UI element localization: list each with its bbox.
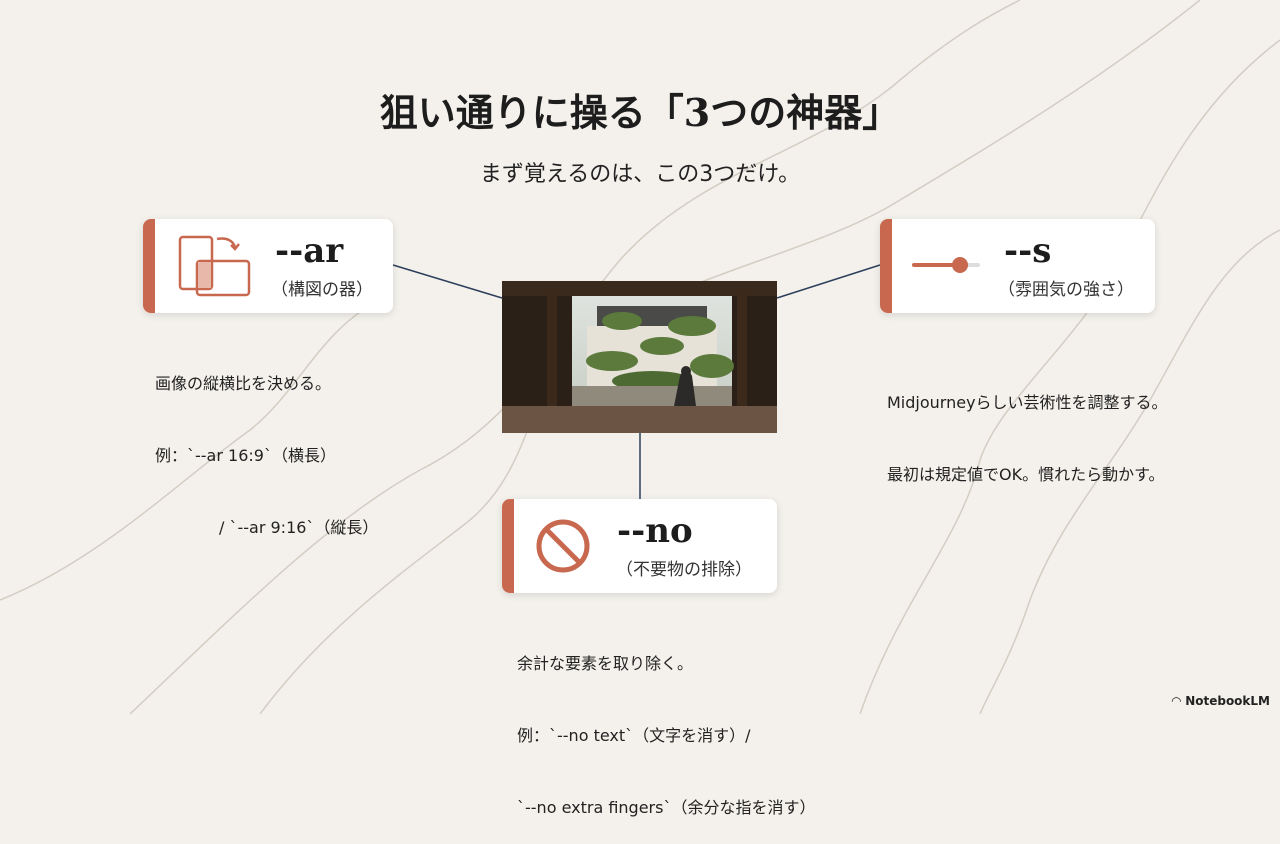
card-no-name: --no xyxy=(617,511,693,551)
page-title: 狙い通りに操る「3つの神器」 xyxy=(379,90,901,135)
card-s-name: --s xyxy=(1004,231,1052,271)
desc-line: 余計な要素を取り除く。 xyxy=(517,654,694,673)
desc-line: 画像の縦横比を決める。 xyxy=(155,374,332,393)
notebooklm-logo: ◠ NotebookLM xyxy=(1172,694,1270,708)
prohibited-icon xyxy=(536,519,590,573)
slider-icon xyxy=(912,257,980,273)
card-no-desc: 余計な要素を取り除く。 例：`--no text`（文字を消す）/ `--no … xyxy=(517,604,815,844)
card-ar-name: --ar xyxy=(275,231,344,271)
desc-line: Midjourneyらしい芸術性を調整する。 xyxy=(887,393,1168,412)
card-ar-sub: （構図の器） xyxy=(271,280,373,300)
card-no-sub: （不要物の排除） xyxy=(616,560,752,580)
card-ar-desc: 画像の縦横比を決める。 例：`--ar 16:9`（横長） / `--ar 9:… xyxy=(155,324,378,564)
card-s: --s （雰囲気の強さ） xyxy=(880,219,1155,313)
card-ar: --ar （構図の器） xyxy=(143,219,393,313)
connector-s xyxy=(776,264,881,299)
center-image-japanese-garden xyxy=(502,281,777,433)
desc-line: 例：`--ar 16:9`（横長） xyxy=(155,446,336,465)
brand-text: NotebookLM xyxy=(1185,694,1270,708)
page-subtitle: まず覚えるのは、この3つだけ。 xyxy=(479,162,801,187)
desc-line: 例：`--no text`（文字を消す）/ xyxy=(517,726,751,745)
desc-line: / `--ar 9:16`（縦長） xyxy=(219,518,379,537)
aspect-rotate-icon xyxy=(178,235,251,297)
desc-line: `--no extra fingers`（余分な指を消す） xyxy=(517,798,816,817)
notebooklm-icon: ◠ xyxy=(1171,694,1186,708)
connector-ar xyxy=(392,264,503,299)
card-s-sub: （雰囲気の強さ） xyxy=(998,280,1134,300)
card-s-desc: Midjourneyらしい芸術性を調整する。 最初は規定値でOK。慣れたら動かす… xyxy=(887,343,1168,511)
card-no: --no （不要物の排除） xyxy=(502,499,777,593)
desc-line: 最初は規定値でOK。慣れたら動かす。 xyxy=(887,465,1165,484)
